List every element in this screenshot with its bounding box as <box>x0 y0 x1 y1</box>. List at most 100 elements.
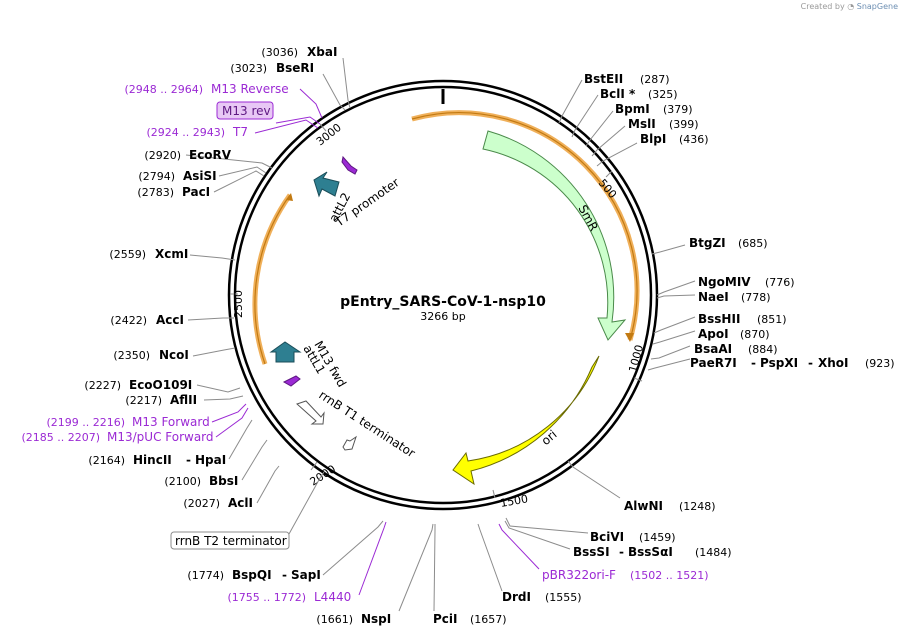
apoi-name: ApoI <box>698 327 729 341</box>
msli-pos: (399) <box>669 118 699 131</box>
xcmi-name: XcmI <box>155 247 188 261</box>
drdi-name: DrdI <box>502 590 531 604</box>
tick-1500: 1500 <box>499 492 529 510</box>
bpmi-pos: (379) <box>663 103 693 116</box>
xbai-pos: (3036) <box>261 46 298 59</box>
rrnb-t2-label: rrnB T2 terminator <box>175 534 287 548</box>
orange-arc-right-head <box>625 333 634 342</box>
m13rev-range: (2948 .. 2964) <box>124 83 203 96</box>
bsshii-pos: (851) <box>757 313 787 326</box>
xcmi-pos: (2559) <box>109 248 146 261</box>
pbr-range: (1502 .. 1521) <box>630 569 709 582</box>
t7-name: T7 <box>232 125 248 139</box>
pcii-name: PciI <box>433 612 458 626</box>
bsshii-name: BssHII <box>698 312 740 326</box>
t7-promoter-feature <box>341 155 358 175</box>
snapgene-logo-icon: ◔ <box>847 2 855 11</box>
acli-name: AclI <box>228 496 253 510</box>
msli-name: MslI <box>628 117 656 131</box>
plasmid-length: 3266 bp <box>420 310 465 323</box>
m13fwd-name: M13 Forward <box>132 415 210 429</box>
bcivi-pos: (1459) <box>639 531 676 544</box>
m13rev-box-label: M13 rev <box>222 104 271 118</box>
leader-lines <box>185 57 696 612</box>
sapi-name: SapI <box>291 568 321 582</box>
acci-pos: (2422) <box>110 314 147 327</box>
ngomiv-pos: (776) <box>765 276 795 289</box>
naei-name: NaeI <box>698 290 729 304</box>
aflii-name: AflII <box>170 393 197 407</box>
orange-arc-left-head <box>286 193 293 201</box>
asisi-name: AsiSI <box>183 169 217 183</box>
paci-name: PacI <box>182 185 210 199</box>
acci-name: AccI <box>156 313 184 327</box>
xbai-name: XbaI <box>307 45 337 59</box>
rrnb-t1-feature <box>296 400 325 425</box>
pspxi-name: PspXI <box>760 356 798 370</box>
hincii-name: HincII <box>133 453 172 467</box>
paci-pos: (2783) <box>137 186 174 199</box>
tick-3000: 3000 <box>314 121 344 148</box>
bsaai-pos: (884) <box>748 343 778 356</box>
hpai-name: HpaI <box>195 453 226 467</box>
bspqi-name: BspQI <box>232 568 272 582</box>
bssi-pos: (1484) <box>695 546 732 559</box>
tick-2500: 2500 <box>232 290 245 318</box>
nspi-name: NspI <box>361 612 391 626</box>
ecoo109i-name: EcoO109I <box>129 378 192 392</box>
ecorv-pos: (2920) <box>144 149 181 162</box>
m13puc-range: (2185 .. 2207) <box>21 431 100 444</box>
bseri-pos: (3023) <box>230 62 267 75</box>
btgzi-pos: (685) <box>738 237 768 250</box>
attl2-feature <box>313 171 340 198</box>
bsaai-name: BsaAI <box>694 342 732 356</box>
ecoo109i-pos: (2227) <box>84 379 121 392</box>
ecorv-name: EcoRV <box>189 148 232 162</box>
asisi-pos: (2794) <box>138 170 175 183</box>
m13-fwd-feature <box>282 375 301 387</box>
apoi-pos: (870) <box>740 328 770 341</box>
backbone-inner <box>233 85 653 505</box>
l4440-range: (1755 .. 1772) <box>227 591 306 604</box>
rrnb-t1-label: rrnB T1 terminator <box>316 388 417 461</box>
bsteii-name: BstEII <box>584 72 623 86</box>
aflii-pos: (2217) <box>125 394 162 407</box>
blpi-pos: (436) <box>679 133 709 146</box>
nspi-pos: (1661) <box>316 613 353 626</box>
alwni-name: AlwNI <box>624 499 663 513</box>
ngomiv-name: NgoMIV <box>698 275 751 289</box>
ori-feature <box>452 355 600 486</box>
l4440-name: L4440 <box>314 590 351 604</box>
paer7i-name: PaeR7I <box>690 356 737 370</box>
m13fwd-range: (2199 .. 2216) <box>46 416 125 429</box>
bseri-name: BseRI <box>276 61 314 75</box>
pcii-pos: (1657) <box>470 613 507 626</box>
xhoi-name: XhoI <box>818 356 849 370</box>
pbr-name: pBR322ori-F <box>542 568 616 582</box>
rrnb-t2-feature <box>342 435 357 451</box>
orange-arc-left <box>252 193 293 365</box>
ncoi-name: NcoI <box>159 348 189 362</box>
smr-label: SmR <box>576 203 601 234</box>
drdi-pos: (1555) <box>545 591 582 604</box>
paer7i-sep1: - <box>751 356 756 370</box>
t7-range: (2924 .. 2943) <box>146 126 225 139</box>
bsteii-pos: (287) <box>640 73 670 86</box>
bcli-name: BclI * <box>600 87 636 101</box>
acli-pos: (2027) <box>183 497 220 510</box>
rrnb-t2-box <box>170 531 290 550</box>
bssi-sep: - <box>619 545 624 559</box>
plasmid-name: pEntry_SARS-CoV-1-nsp10 <box>340 294 546 310</box>
blpi-name: BlpI <box>640 132 666 146</box>
bbsi-name: BbsI <box>209 474 238 488</box>
orange-arc-left-core <box>254 194 291 365</box>
attl1-feature <box>269 341 302 363</box>
hincii-sep: - <box>186 453 191 467</box>
bssi-name: BssSI <box>573 545 610 559</box>
bpmi-name: BpmI <box>615 102 650 116</box>
m13rev-box <box>216 101 274 120</box>
ori-label: ori <box>539 427 560 448</box>
bsssai-name: BssSαI <box>628 545 673 559</box>
bcivi-name: BciVI <box>590 530 624 544</box>
